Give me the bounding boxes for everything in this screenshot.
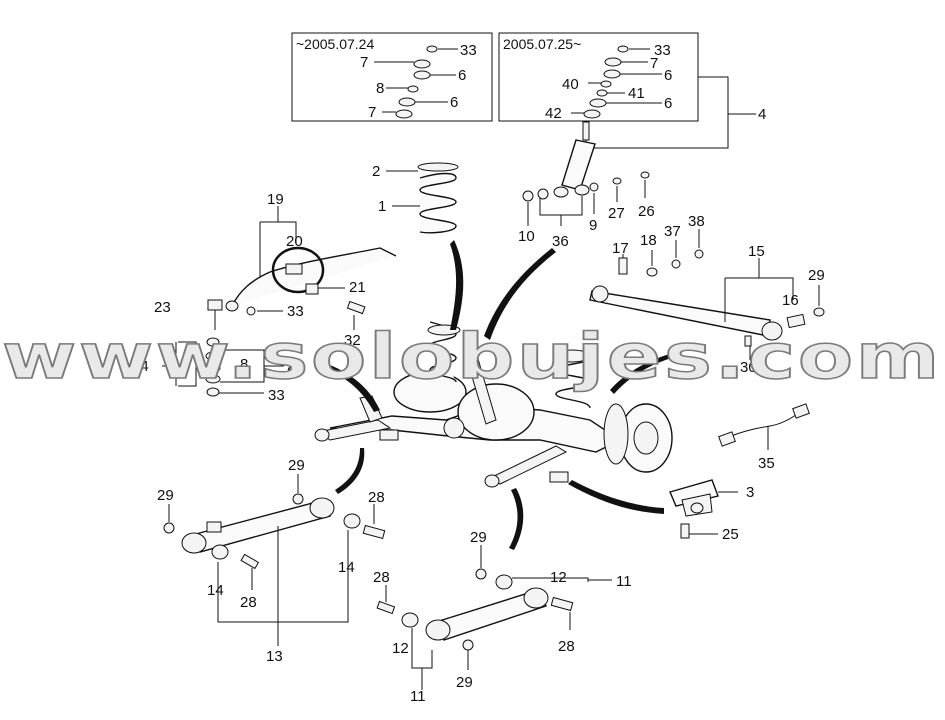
- label-16: 16: [782, 292, 799, 309]
- label-2: 2: [372, 163, 380, 180]
- inset-box-late: 2005.07.25~: [498, 32, 699, 122]
- label-6: 6: [458, 67, 466, 84]
- label-27: 27: [608, 205, 625, 222]
- wiring-harness: [718, 403, 810, 450]
- label-7: 7: [360, 54, 368, 71]
- label-29: 29: [157, 487, 174, 504]
- label-33: 33: [268, 387, 285, 404]
- label-29: 29: [456, 674, 473, 691]
- label-12: 12: [550, 569, 567, 586]
- label-17: 17: [612, 240, 629, 257]
- reference-swooshes: [318, 240, 678, 550]
- lower-arm-11: [376, 545, 612, 690]
- shock-absorber: [522, 121, 599, 226]
- label-7: 7: [650, 55, 658, 72]
- label-8: 8: [376, 80, 384, 97]
- watermark-text: www.solobujes.com: [2, 320, 942, 393]
- label-29: 29: [288, 457, 305, 474]
- label-8: 8: [240, 356, 248, 373]
- label-42: 42: [545, 105, 562, 122]
- label-12: 12: [392, 640, 409, 657]
- label-23: 23: [154, 299, 171, 316]
- label-10: 10: [518, 228, 535, 245]
- bracket-3: [669, 479, 738, 539]
- label-32: 32: [344, 332, 361, 349]
- label-4: 4: [758, 106, 766, 123]
- label-14: 14: [207, 582, 224, 599]
- label-30: 30: [740, 359, 757, 376]
- label-6: 6: [450, 94, 458, 111]
- label-20: 20: [286, 233, 303, 250]
- label-7: 7: [368, 104, 376, 121]
- label-18: 18: [640, 232, 657, 249]
- label-28: 28: [368, 489, 385, 506]
- coil-spring: [386, 162, 459, 234]
- stabilizer-bar: [231, 206, 397, 307]
- label-26: 26: [638, 203, 655, 220]
- label-1: 1: [378, 198, 386, 215]
- label-28: 28: [240, 594, 257, 611]
- label-11: 11: [616, 573, 632, 590]
- inset-early-title: ~2005.07.24: [296, 36, 374, 52]
- label-35: 35: [758, 455, 775, 472]
- small-parts-cluster: [612, 171, 704, 277]
- label-38: 38: [688, 213, 705, 230]
- lateral-rod: [589, 258, 825, 360]
- label-13: 13: [266, 648, 283, 665]
- label-6: 6: [664, 95, 672, 112]
- label-22: 22: [287, 357, 304, 374]
- label-37: 37: [664, 223, 681, 240]
- leader-4: [585, 76, 729, 149]
- label-9: 9: [589, 217, 597, 234]
- label-21: 21: [349, 279, 366, 296]
- label-25: 25: [722, 526, 739, 543]
- label-11: 11: [410, 688, 426, 705]
- label-36: 36: [552, 233, 569, 250]
- inset-box-early: ~2005.07.24: [291, 32, 493, 122]
- label-14: 14: [338, 559, 355, 576]
- label-28: 28: [373, 569, 390, 586]
- callout-labels: 33 7 6 8 6 7 33 7 6 40 41 6 42 4 2 1 10 …: [132, 42, 825, 705]
- label-19: 19: [267, 191, 284, 208]
- label-33: 33: [460, 42, 477, 59]
- label-28: 28: [558, 638, 575, 655]
- label-41: 41: [628, 85, 645, 102]
- label-15: 15: [748, 243, 765, 260]
- lower-arm-13: [163, 474, 386, 646]
- stabilizer-link: [162, 299, 366, 397]
- label-40: 40: [562, 76, 579, 93]
- label-3: 3: [746, 484, 754, 501]
- inset-late-title: 2005.07.25~: [503, 36, 581, 52]
- label-33: 33: [287, 303, 304, 320]
- label-33: 33: [654, 42, 671, 59]
- label-29: 29: [470, 529, 487, 546]
- rear-axle-assembly: [314, 321, 673, 488]
- label-29: 29: [808, 267, 825, 284]
- label-6: 6: [664, 67, 672, 84]
- label-24: 24: [132, 358, 149, 375]
